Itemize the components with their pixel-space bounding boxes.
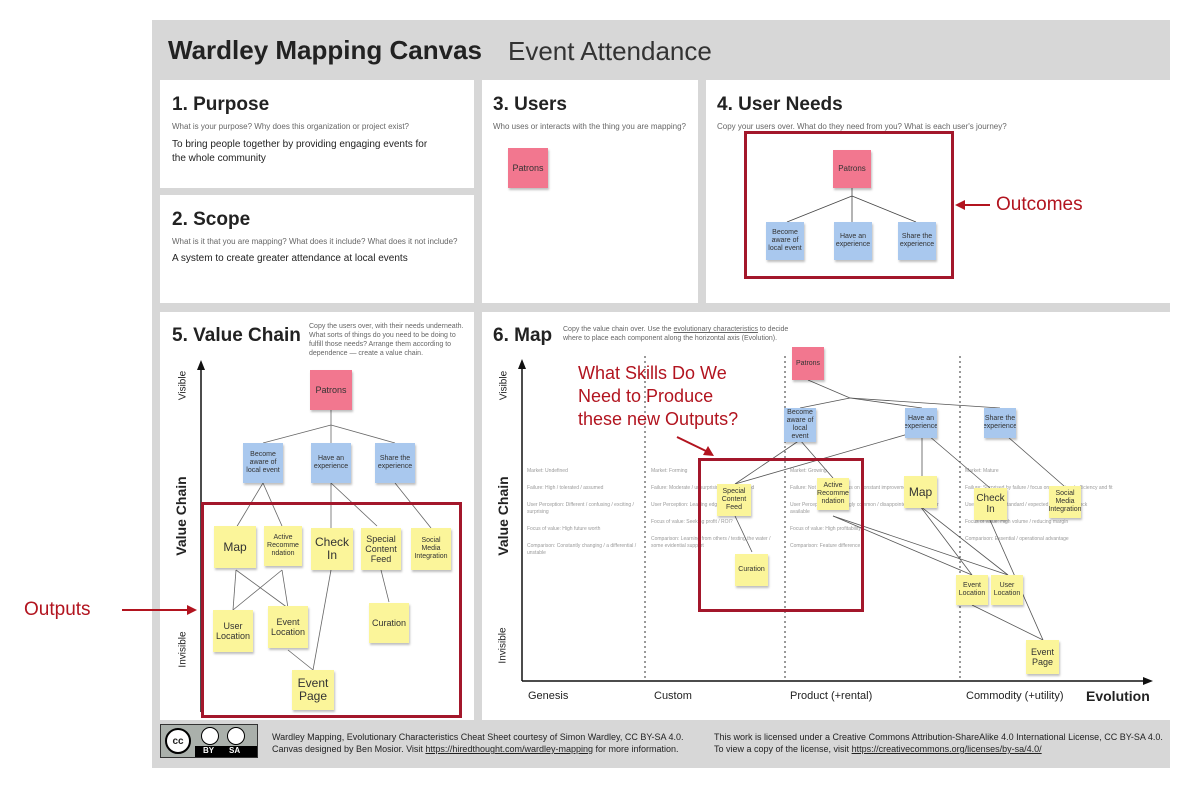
stage-notes-product: Market: Growing Failure: Not tolerated /…	[790, 468, 939, 549]
vc-component-social-media: Social Media Integration	[411, 528, 451, 570]
credit-link[interactable]: https://hiredthought.com/wardley-mapping	[425, 744, 594, 754]
stage-genesis: Genesis	[528, 690, 569, 702]
map-axis-x-label: Evolution	[1086, 688, 1150, 704]
credit-line-1: Wardley Mapping, Evolutionary Characteri…	[272, 732, 684, 742]
map-component-map: Map	[904, 476, 937, 508]
vc-need-become-aware: Become aware of local event	[243, 443, 283, 483]
vc-component-user-location: User Location	[213, 610, 253, 652]
map-title: 6. Map	[493, 325, 553, 346]
users-question: Who uses or interacts with the thing you…	[493, 122, 686, 131]
scope-answer: A system to create greater attendance at…	[172, 253, 408, 264]
user-needs-patrons-sticky: Patrons	[833, 150, 871, 188]
stage-product: Product (+rental)	[790, 690, 873, 702]
map-component-curation: Curation	[735, 554, 768, 586]
need-have-experience: Have an experience	[834, 222, 872, 260]
stage-notes-commodity: Market: Mature Failure: Surprised by fai…	[965, 468, 1113, 542]
map-component-event-page: Event Page	[1026, 640, 1059, 674]
outcomes-highlight-box	[744, 131, 954, 279]
value-chain-title: 5. Value Chain	[172, 325, 301, 346]
cc-sa-label: SA	[229, 746, 241, 755]
vc-component-event-location: Event Location	[268, 606, 308, 648]
skills-highlight-box	[698, 458, 864, 612]
user-needs-question: Copy your users over. What do they need …	[717, 122, 1007, 131]
users-title: 3. Users	[493, 94, 567, 115]
purpose-panel	[160, 80, 474, 188]
vc-component-event-page: Event Page	[292, 670, 334, 710]
scope-panel	[160, 195, 474, 303]
cc-by-label: BY	[203, 746, 215, 755]
outputs-highlight-box	[201, 502, 462, 718]
scope-question: What is it that you are mapping? What do…	[172, 237, 458, 246]
vc-patrons-sticky: Patrons	[310, 370, 352, 410]
vc-need-share-experience: Share the experience	[375, 443, 415, 483]
outcomes-label: Outcomes	[996, 194, 1083, 215]
map-component-special-content-feed: Special Content Feed	[717, 484, 751, 516]
map-component-social-media: Social Media Integration	[1049, 486, 1081, 518]
user-needs-title: 4. User Needs	[717, 94, 843, 115]
stage-custom: Custom	[654, 690, 692, 702]
attribution-icon	[201, 727, 219, 745]
purpose-answer: To bring people together by providing en…	[172, 139, 428, 164]
map-need-have-experience: Have an experience	[905, 408, 937, 438]
credit-line-2: Canvas designed by Ben Mosior. Visit htt…	[272, 744, 679, 754]
canvas-subtitle: Event Attendance	[508, 36, 712, 66]
stage-commodity: Commodity (+utility)	[966, 690, 1064, 702]
vc-component-special-content-feed: Special Content Feed	[361, 528, 401, 570]
map-need-share-experience: Share the experience	[984, 408, 1016, 438]
map-patrons-sticky: Patrons	[792, 347, 824, 380]
share-alike-icon	[227, 727, 245, 745]
cc-license-badge: cc BY SA	[160, 724, 258, 758]
license-line-1: This work is licensed under a Creative C…	[714, 732, 1163, 742]
vc-need-have-experience: Have an experience	[311, 443, 351, 483]
value-chain-instructions: Copy the users over, with their needs un…	[309, 323, 464, 357]
stage-notes-custom: Market: Forming Failure: Moderate / unsu…	[651, 468, 771, 549]
skills-question: What Skills Do We Need to Produce these …	[578, 363, 739, 429]
license-link[interactable]: https://creativecommons.org/licenses/by-…	[851, 744, 1042, 754]
need-become-aware: Become aware of local event	[766, 222, 804, 260]
vc-component-check-in: Check In	[311, 528, 353, 570]
need-share-experience: Share the experience	[898, 222, 936, 260]
scope-title: 2. Scope	[172, 209, 251, 230]
vc-component-active-recommendation: Active Recomme ndation	[264, 526, 302, 566]
map-component-user-location: User Location	[991, 575, 1023, 605]
users-patrons-sticky: Patrons	[508, 148, 548, 188]
outputs-label: Outputs	[24, 599, 91, 620]
map-instructions: Copy the value chain over. Use the evolu…	[563, 326, 789, 342]
map-component-check-in: Check In	[974, 488, 1007, 520]
purpose-question: What is your purpose? Why does this orga…	[172, 122, 410, 131]
map-component-active-recommendation: Active Recomme ndation	[817, 478, 849, 510]
stage-notes-genesis: Market: Undefined Failure: High / tolera…	[527, 468, 637, 556]
vc-component-map: Map	[214, 526, 256, 568]
canvas-title: Wardley Mapping Canvas	[168, 35, 482, 65]
license-line-2: To view a copy of the license, visit htt…	[714, 744, 1042, 754]
users-panel	[482, 80, 698, 303]
cc-logo-icon: cc	[165, 728, 191, 754]
vc-component-curation: Curation	[369, 603, 409, 643]
map-need-become-aware: Become aware of local event	[784, 408, 816, 442]
user-needs-panel	[706, 80, 1170, 303]
map-component-event-location: Event Location	[956, 575, 988, 605]
purpose-title: 1. Purpose	[172, 94, 270, 115]
